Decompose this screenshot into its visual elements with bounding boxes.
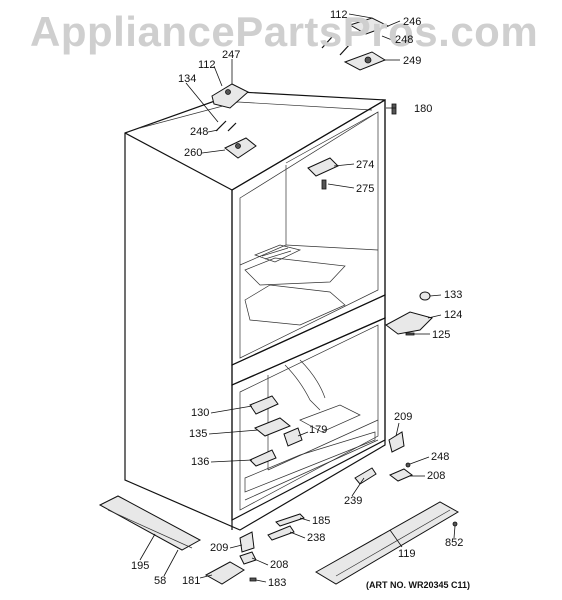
callout-181: 181 xyxy=(182,575,201,587)
callout-183: 183 xyxy=(268,577,287,589)
callout-209-right: 209 xyxy=(394,411,413,423)
callout-180: 180 xyxy=(414,103,433,115)
callout-247: 247 xyxy=(222,49,241,61)
upper-compartment xyxy=(231,98,386,366)
callout-275: 275 xyxy=(356,183,375,195)
art-number: (ART NO. WR20345 C11) xyxy=(365,580,470,590)
callout-260: 260 xyxy=(184,147,203,159)
leader-lines xyxy=(139,13,456,583)
callout-248-top: 248 xyxy=(395,34,414,46)
callout-852: 852 xyxy=(445,537,464,549)
callout-208-right: 208 xyxy=(427,470,446,482)
callout-185: 185 xyxy=(312,515,331,527)
top-left-hinge xyxy=(211,83,257,159)
callout-119: 119 xyxy=(398,548,416,560)
callout-133: 133 xyxy=(444,289,463,301)
misc-parts xyxy=(204,103,433,585)
callout-136: 136 xyxy=(191,456,210,468)
callout-274: 274 xyxy=(356,159,375,171)
callout-208-bottom: 208 xyxy=(270,559,289,571)
callout-195: 195 xyxy=(131,560,150,572)
base-grilles xyxy=(98,495,460,585)
mullion xyxy=(231,294,386,386)
callout-125: 125 xyxy=(432,329,451,341)
callout-239: 239 xyxy=(344,495,363,507)
callout-209-bottom: 209 xyxy=(210,542,229,554)
watermark-text: AppliancePartsPros.com xyxy=(30,8,539,55)
callout-134: 134 xyxy=(178,73,197,85)
callout-130: 130 xyxy=(191,407,210,419)
callout-248-right: 248 xyxy=(431,451,450,463)
callout-246: 246 xyxy=(403,16,422,28)
callout-248-left: 248 xyxy=(190,126,209,138)
callout-179: 179 xyxy=(309,424,328,436)
callout-135: 135 xyxy=(189,428,208,440)
callout-238: 238 xyxy=(307,532,326,544)
callout-58: 58 xyxy=(154,575,167,587)
callout-112-top: 112 xyxy=(330,9,348,21)
callout-249: 249 xyxy=(403,55,422,67)
callout-124: 124 xyxy=(444,309,463,321)
callout-112-left: 112 xyxy=(198,59,216,71)
